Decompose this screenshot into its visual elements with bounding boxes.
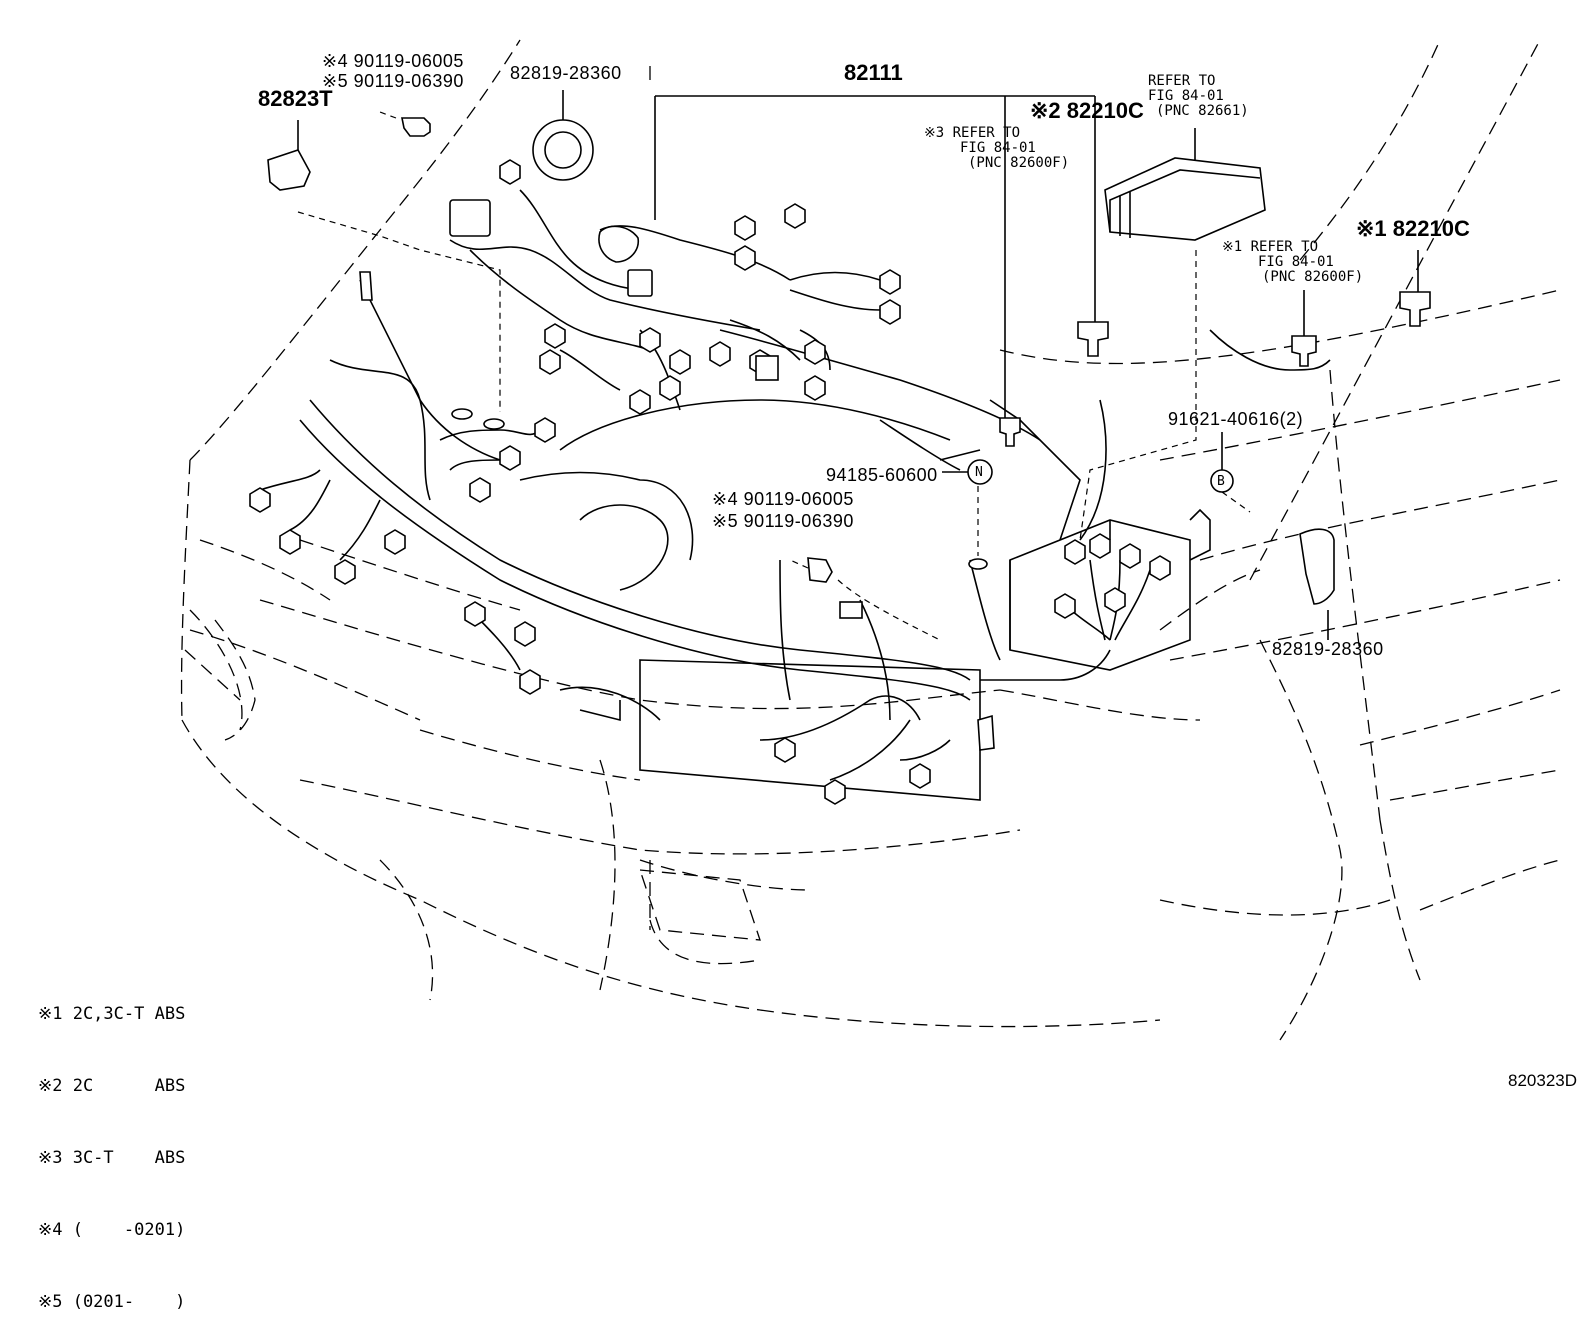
refer-3-line-2: FIG 84-01: [960, 140, 1036, 156]
callout-grommet-top: 82819-28360: [510, 63, 622, 83]
wiring-harness-diagram: 82111 82823T ※4 90119-06005 ※5 90119-063…: [38, 39, 1578, 1312]
callout-refer-3: ※3 REFER TO FIG 84-01 (PNC 82600F): [924, 126, 1069, 171]
refer-3-line-1: ※3 REFER TO: [924, 125, 1021, 141]
callout-bolt-5-top: ※5 90119-06390: [322, 71, 464, 91]
callout-leaders: [297, 90, 1419, 641]
callout-bolt-4-mid: ※4 90119-06005: [712, 489, 854, 509]
applicability-legend: ※1 2C,3C-T ABS ※2 2C ABS ※3 3C-T ABS ※4 …: [38, 954, 185, 1338]
callout-relay-2: ※2 82210C: [1030, 98, 1144, 123]
callout-82823t: 82823T: [258, 86, 333, 111]
refer-3-line-3: (PNC 82600F): [968, 155, 1070, 171]
marker-n: N: [975, 465, 983, 480]
callout-refer-1: ※1 REFER TO FIG 84-01 (PNC 82600F): [1222, 240, 1363, 285]
refer-1-line-2: FIG 84-01: [1258, 254, 1334, 270]
refer-box-line-1: REFER TO: [1148, 73, 1216, 89]
callout-bolt-4-top: ※4 90119-06005: [322, 51, 464, 71]
legend-line-5: ※5 (0201- ): [38, 1292, 186, 1312]
marker-b: B: [1217, 474, 1225, 489]
figure-code: 820323D: [1508, 1071, 1578, 1090]
connectors: [249, 159, 1171, 805]
refer-1-line-3: (PNC 82600F): [1262, 269, 1364, 285]
legend-line-1: ※1 2C,3C-T ABS: [38, 1004, 186, 1024]
callout-refer-box: REFER TO FIG 84-01 (PNC 82661): [1148, 74, 1249, 119]
relay-block-lower: [1009, 508, 1211, 671]
legend-line-4: ※4 ( -0201): [38, 1220, 186, 1240]
fuse-box: [1104, 157, 1266, 241]
callout-82111: 82111: [844, 60, 903, 85]
bumper-details: [214, 539, 761, 1001]
legend-line-3: ※3 3C-T ABS: [38, 1148, 186, 1168]
callout-bolt-5-mid: ※5 90119-06390: [712, 511, 854, 531]
diagram-linework: [180, 39, 1561, 1041]
refer-box-line-3: (PNC 82661): [1156, 103, 1249, 119]
callout-bolt-b: 91621-40616(2): [1168, 409, 1304, 429]
fasteners: [401, 117, 1234, 583]
refer-box-line-2: FIG 84-01: [1148, 88, 1224, 104]
relays: [267, 149, 1431, 751]
callout-grommet-right: 82819-28360: [1272, 639, 1384, 659]
refer-1-line-1: ※1 REFER TO: [1222, 239, 1319, 255]
vehicle-body-outline: [180, 39, 1561, 1041]
callout-relay-1: ※1 82210C: [1356, 216, 1470, 241]
wire-harness: [259, 189, 1331, 781]
legend-line-2: ※2 2C ABS: [38, 1076, 186, 1096]
callout-nut-n: 94185-60600: [826, 465, 938, 485]
